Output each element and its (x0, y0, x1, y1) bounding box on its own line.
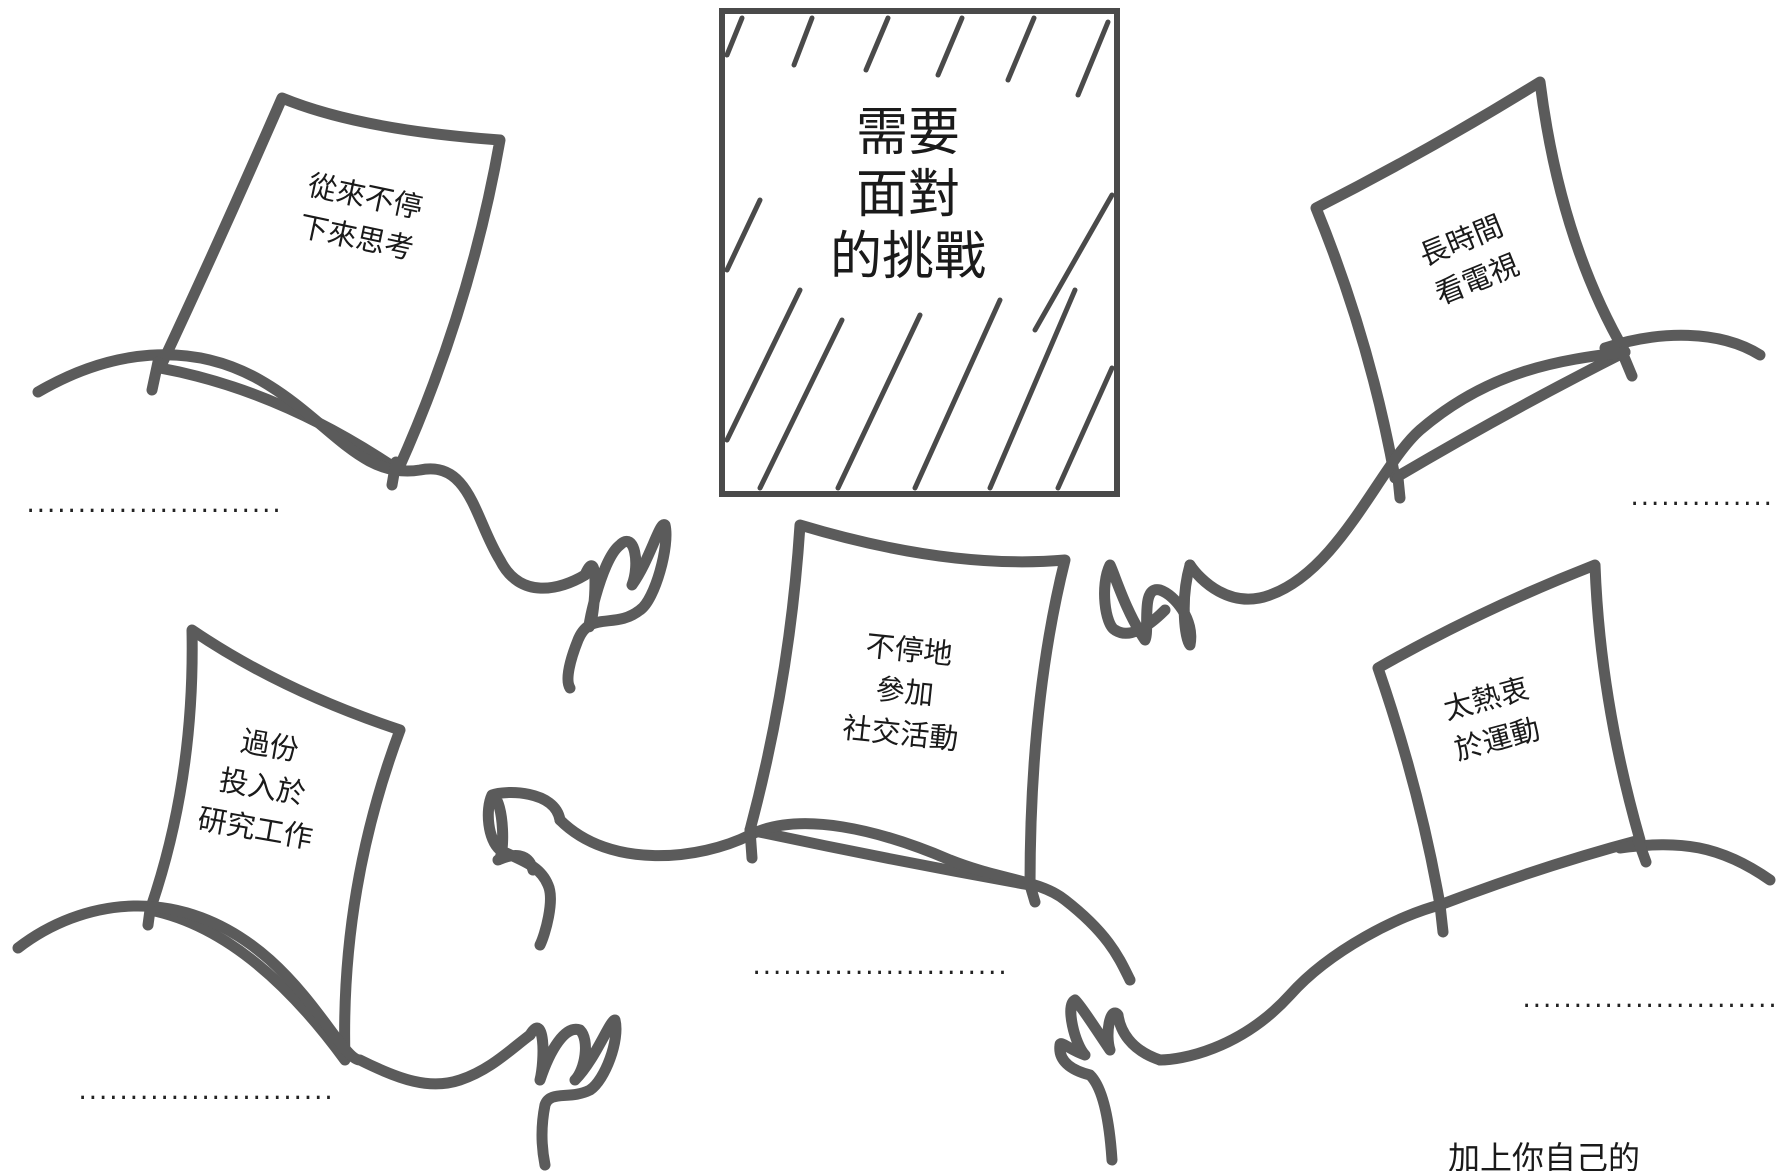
card-top-right-road (1184, 329, 1766, 605)
challenge-title-line-3: 的挑戰 (830, 227, 986, 287)
card-bottom-left-line-1: 過份 (238, 724, 301, 768)
card-bottom-right: 太熱衷 於運動 (1054, 559, 1776, 1166)
card-middle-left-leg (744, 824, 758, 864)
card-top-right-right-leg (1616, 346, 1638, 382)
card-middle-road (554, 814, 1136, 986)
card-bottom-right-right-leg (1632, 834, 1652, 868)
card-top-left-right-leg (386, 456, 402, 491)
card-bottom-left-left-leg (142, 904, 156, 931)
card-middle: 不停地 參加 社交活動 (482, 519, 1136, 986)
card-middle-line-2: 參加 (874, 672, 935, 712)
card-top-left-road (32, 349, 591, 594)
fill-in-blank-top-right[interactable]: ......................... (1628, 486, 1776, 511)
card-bottom-left-hand (524, 1014, 622, 1171)
challenge-box-frame (719, 8, 1120, 497)
card-middle-line-1: 不停地 (864, 628, 954, 671)
card-top-left-left-leg (146, 356, 164, 396)
card-middle-line-3: 社交活動 (841, 710, 960, 756)
card-middle-right-leg (1024, 879, 1041, 908)
card-bottom-left-outline (144, 624, 406, 1066)
card-middle-hand (482, 787, 566, 951)
card-bottom-left-line-2: 投入於 (217, 763, 309, 812)
fill-in-blank-top-left[interactable]: ......................... (24, 493, 283, 518)
fill-in-blank-bottom-right[interactable]: ......................... (1520, 988, 1776, 1013)
footer-note: 加上你自己的 (1448, 1139, 1641, 1171)
fill-in-blank-middle[interactable]: ......................... (750, 955, 1009, 980)
card-bottom-right-road (1154, 839, 1776, 1066)
card-top-right-left-leg (1392, 472, 1406, 504)
card-top-left: 從來不停 下來思考 (32, 92, 672, 694)
fill-in-blank-bottom-left[interactable]: ......................... (76, 1080, 335, 1105)
card-bottom-left-road (12, 900, 536, 1090)
challenge-box-hatching (724, 15, 1115, 491)
card-bottom-right-left-leg (1434, 899, 1449, 938)
card-top-left-outline (154, 92, 506, 476)
challenge-title-line-1: 需要 (856, 103, 960, 163)
card-top-right-hand (1099, 559, 1197, 651)
challenge-title-line-2: 面對 (856, 165, 960, 225)
card-top-left-hand (562, 519, 672, 694)
card-top-right: 長時間 看電視 (1099, 76, 1766, 651)
challenge-box: 需要 面對 的挑戰 (719, 8, 1120, 497)
card-bottom-right-hand (1054, 994, 1166, 1166)
